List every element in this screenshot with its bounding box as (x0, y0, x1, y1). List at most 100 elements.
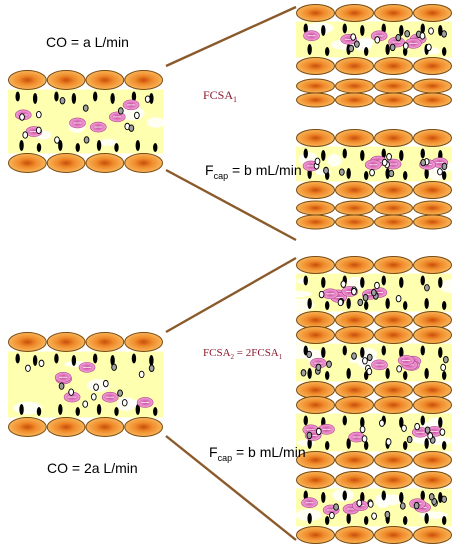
plasma-particle (59, 97, 66, 105)
endothelial-cell-icon (296, 200, 335, 216)
pore-icon (96, 140, 102, 151)
endothelial-cell-icon (374, 78, 413, 94)
pore-icon (75, 143, 80, 152)
pore-icon (54, 353, 59, 364)
pore-icon (92, 353, 98, 364)
pore-icon (153, 143, 158, 152)
fcsa1-label: FCSA1 (203, 88, 237, 104)
plasma-particle (388, 169, 395, 178)
endothelial-cell-icon (296, 256, 335, 274)
pore-icon (75, 407, 80, 416)
pore-icon (342, 415, 347, 426)
endothelial-cell-icon (46, 70, 86, 90)
pore-icon (342, 148, 347, 159)
endothelial-cell-icon (374, 181, 413, 199)
plasma-particle (68, 388, 75, 396)
plasma-particle (371, 512, 377, 520)
connector-line (165, 256, 297, 334)
plasma-particle (362, 357, 368, 365)
endothelial-cell-icon (296, 214, 335, 230)
plasma-particle (428, 493, 435, 501)
pore-icon (403, 516, 408, 525)
pore-icon (438, 417, 443, 428)
pore-icon (381, 345, 386, 356)
pore-icon (135, 140, 141, 151)
plasma-particle (374, 281, 380, 290)
plasma-particle (357, 298, 364, 307)
plasma-gap (281, 290, 312, 298)
endothelial-cell-icon (374, 396, 413, 414)
plasma-gap (439, 279, 461, 294)
plasma-particle (437, 168, 443, 176)
plasma-particle (35, 110, 42, 119)
plasma-particle (338, 168, 345, 176)
plasma-particle (424, 426, 431, 434)
capillary-segment-low-flow (8, 70, 165, 173)
plasma-particle (111, 363, 117, 371)
plasma-particle (22, 131, 29, 139)
endothelial-cell-icon (374, 214, 413, 230)
endothelial-cell-icon (374, 381, 413, 399)
plasma-particle (350, 33, 357, 41)
endothelial-cell-icon (335, 181, 374, 199)
endothelial-cell-icon (296, 471, 335, 489)
endothelial-cell-icon (413, 129, 452, 147)
pore-icon (442, 47, 447, 56)
endothelial-cell-icon (8, 70, 47, 90)
pore-icon (131, 353, 137, 364)
pore-icon (325, 516, 330, 525)
capillary-segment-icon (296, 396, 452, 469)
pore-icon (131, 91, 137, 102)
pore-icon (420, 490, 425, 501)
plasma-particle (35, 126, 42, 134)
pore-icon (381, 23, 386, 34)
plasma-particle (419, 32, 426, 40)
connector-line (165, 168, 297, 242)
endothelial-cell-icon (296, 92, 335, 108)
plasma-particle (306, 350, 312, 359)
plasma-particle (374, 36, 381, 44)
pore-icon (149, 93, 154, 104)
pore-icon (399, 277, 404, 288)
pore-icon (403, 301, 408, 310)
plasma-particle (406, 435, 413, 444)
pore-icon (19, 140, 24, 151)
endothelial-cell-icon (413, 78, 452, 94)
pore-icon (54, 91, 59, 102)
plasma-particle (340, 280, 347, 288)
pore-icon (110, 355, 115, 366)
endothelial-cell-icon (296, 78, 335, 94)
plasma-particle (300, 369, 307, 377)
plasma-particle (427, 432, 434, 440)
plasma-particle (82, 400, 89, 408)
pore-icon (360, 347, 365, 358)
capillary-segment-icon (289, 326, 452, 399)
pore-icon (424, 168, 429, 179)
fcsa2-label: FCSA2 = 2FCSA1 (203, 347, 283, 361)
pore-icon (149, 355, 154, 366)
endothelial-cell-icon (413, 311, 452, 329)
pore-icon (321, 492, 326, 503)
endothelial-cell-icon (374, 256, 413, 274)
pore-icon (114, 143, 119, 152)
capillary-segment-icon (296, 4, 452, 75)
capillary-flow-high-label: Fcap = b mL/min (209, 444, 306, 463)
plasma-particle (362, 294, 369, 302)
plasma-particle (399, 502, 406, 510)
endothelial-cell-icon (296, 57, 335, 75)
plasma-particle (395, 295, 402, 303)
pore-icon (15, 353, 20, 364)
endothelial-cell-icon (46, 153, 86, 173)
plasma-particle (385, 438, 392, 446)
plasma-particle (404, 30, 411, 38)
pore-icon (307, 298, 312, 309)
endothelial-cell-icon (413, 200, 452, 216)
endothelial-cell-icon (374, 92, 413, 108)
plasma-particle (337, 298, 344, 307)
plasma-particle (439, 428, 446, 436)
pore-icon (399, 150, 404, 161)
pore-icon (346, 298, 351, 309)
endothelial-cell-icon (335, 92, 374, 108)
endothelial-cell-icon (413, 381, 452, 399)
endothelial-cell-icon (335, 451, 374, 469)
